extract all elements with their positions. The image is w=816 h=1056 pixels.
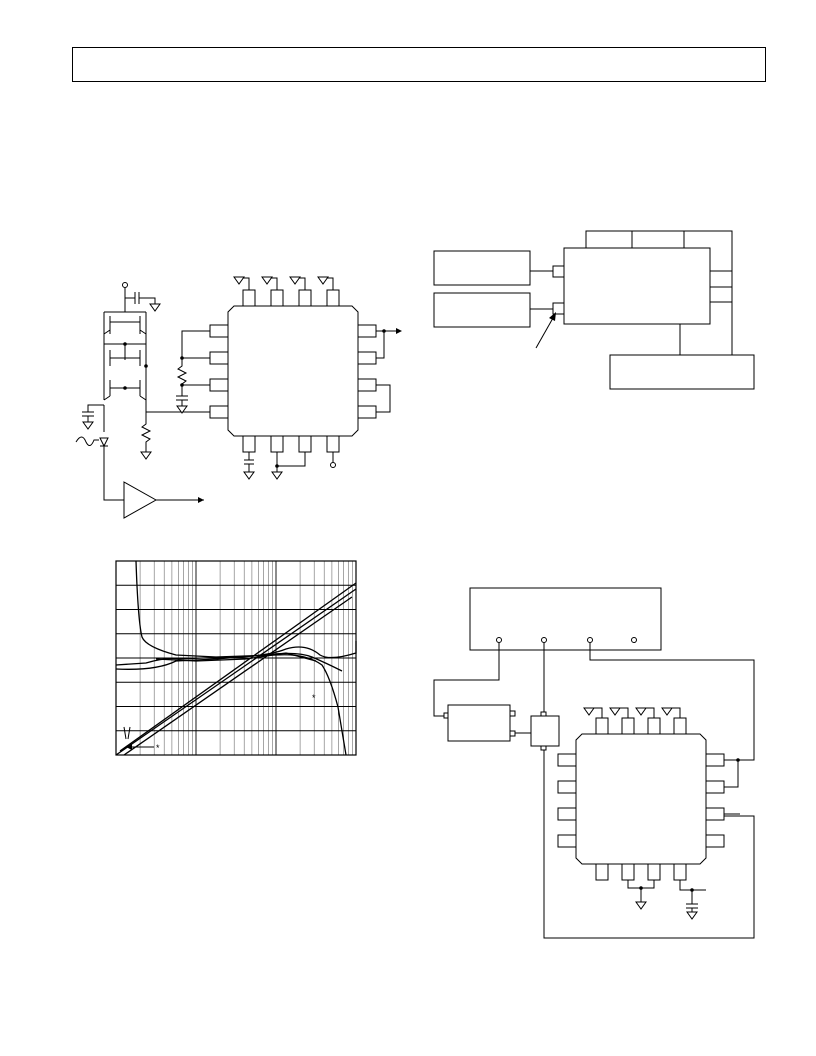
light-input-icon (75, 436, 99, 446)
ic2-left-pins (557, 753, 577, 848)
ic2-top-pins (583, 707, 687, 735)
supply-terminal (122, 282, 128, 288)
curve-rising-3 (123, 596, 353, 756)
arrow-icon (198, 497, 204, 503)
junction-dot (123, 386, 127, 390)
amplifier-wires (103, 446, 204, 501)
source-block-2 (433, 292, 531, 328)
input-wires (530, 270, 553, 310)
input-capacitor (82, 404, 104, 422)
arrow-icon (126, 744, 132, 750)
ic2-bottom-pins (595, 863, 706, 920)
curve-rising-2 (119, 582, 357, 752)
main-block (563, 247, 711, 325)
ic-left-pins (176, 324, 229, 419)
amplifier-triangle (123, 481, 158, 519)
transistor-pair-1 (103, 316, 147, 335)
curve-rising-1 (115, 588, 357, 756)
header-box (72, 47, 766, 82)
pointer-arrow (535, 317, 554, 349)
curve-flat-4 (155, 652, 317, 662)
curve-flat-2 (115, 641, 357, 666)
wire-to-chip-right (589, 643, 755, 761)
ground-icon (140, 451, 152, 460)
ic-chip-body (227, 305, 359, 437)
ground-icon (149, 303, 161, 312)
annotation-asterisk: * (312, 693, 316, 703)
control-block (609, 354, 755, 390)
plot-curves (115, 560, 357, 756)
ic2-right-pins (705, 753, 740, 848)
figure-3-plot: * * (115, 560, 357, 756)
splitter-block (530, 715, 560, 747)
plot-frame (115, 560, 357, 756)
current-mirror-top (103, 311, 147, 334)
mirror-bus (103, 334, 147, 366)
source-block-1 (433, 250, 531, 286)
transistor-pair-2 (103, 350, 147, 412)
annotation-asterisk: * (156, 743, 160, 753)
wire-to-source (433, 643, 500, 717)
arrow-icon (549, 312, 556, 321)
bus-wires (585, 230, 733, 355)
annotation-leader (123, 726, 131, 740)
ground-icon (82, 421, 94, 430)
ic-right-pins (357, 324, 402, 419)
ic-top-pins (233, 276, 340, 307)
source-module (447, 704, 511, 742)
junction-dot (144, 364, 148, 368)
ic-bottom-pins (242, 435, 340, 480)
instrument-terminals (496, 637, 637, 643)
loop-wire (543, 750, 755, 939)
decoupling-capacitor (124, 288, 156, 312)
ic-chip-body-2 (575, 733, 707, 865)
junction-dot (123, 342, 127, 346)
